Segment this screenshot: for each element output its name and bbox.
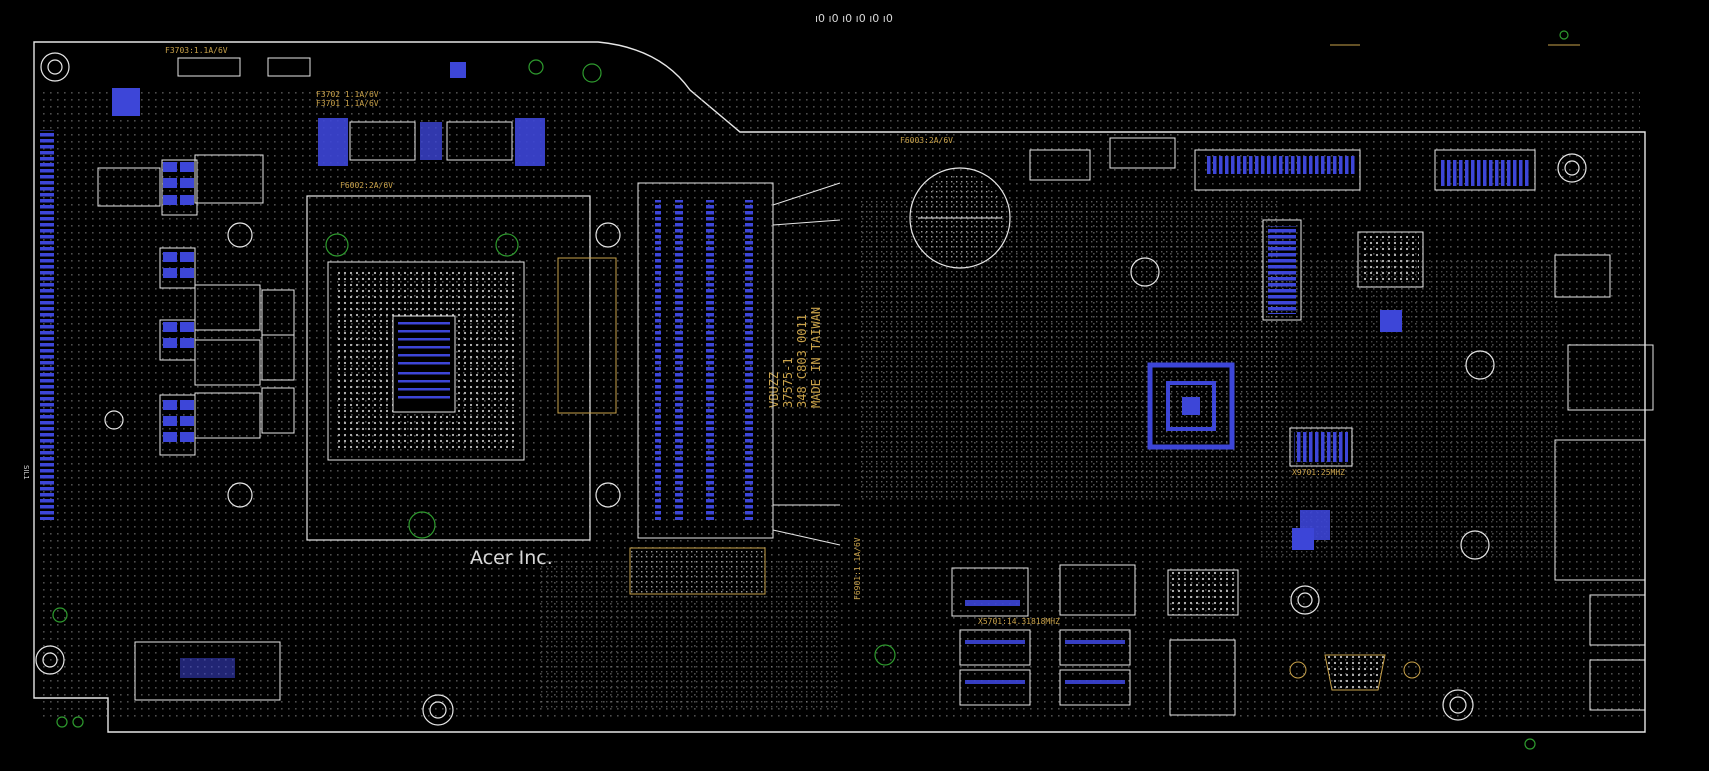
power-stage-left xyxy=(97,154,295,456)
label-x9701: X9701:25MHZ xyxy=(1292,468,1345,477)
acer-logo: Acer Inc. xyxy=(470,547,553,569)
svg-text:SIL1: SIL1 xyxy=(22,465,30,480)
edge-connector xyxy=(40,130,54,520)
cpu-label-line-2: 37575-1 xyxy=(781,357,795,408)
memory-slots xyxy=(629,182,841,595)
mount-holes xyxy=(35,52,1587,726)
label-f6002: F6002:2A/6V xyxy=(340,181,393,190)
label-x5701: X5701:14.31818MHZ xyxy=(978,617,1060,626)
board-outline xyxy=(33,41,1646,733)
vga-footprint xyxy=(1324,654,1386,691)
label-f3701: F3701 1.1A/6V xyxy=(316,99,379,108)
label-f6901: F6901:1.1A/6V xyxy=(853,537,862,600)
cpu-label-box xyxy=(557,257,617,414)
coin-battery xyxy=(909,167,1011,269)
label-f3703: F3703:1.1A/6V xyxy=(165,46,228,55)
cpu-label-line-1: VBUZZ xyxy=(767,372,781,408)
label-f3702: F3702 1.1A/6V xyxy=(316,90,379,99)
cpu-label-line-4: MADE IN TAIWAN xyxy=(809,307,823,408)
cpu-label-line-3: 348 C803 0011 xyxy=(795,314,809,408)
cpu-socket xyxy=(306,195,591,541)
pch-chip xyxy=(1147,362,1235,450)
label-f6003: F6003:2A/6V xyxy=(900,136,953,145)
top-marks: ı0 ı0 ı0 ı0 ı0 ı0 xyxy=(815,12,893,25)
